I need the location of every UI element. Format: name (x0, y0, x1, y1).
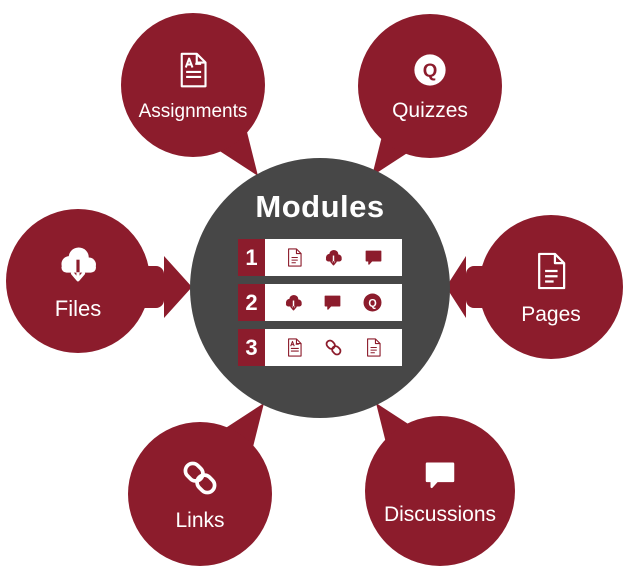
discussions-bubble: Discussions (365, 416, 515, 566)
files-bubble: Files (6, 209, 150, 353)
link-icon (178, 456, 222, 500)
module-number-2: 2 (238, 284, 265, 321)
assignment-icon (284, 337, 305, 358)
module-row-3-icons (265, 329, 402, 366)
module-row-3: 3 (238, 329, 402, 366)
center-title: Modules (255, 189, 385, 224)
module-row-2-icons (265, 284, 402, 321)
files-icon (283, 292, 304, 313)
assignment-icon (173, 48, 213, 92)
page-icon (530, 248, 572, 294)
quizzes-bubble: Quizzes (358, 14, 502, 158)
links-bubble: Links (128, 422, 272, 566)
module-number-3: 3 (238, 329, 265, 366)
files-label: Files (54, 295, 102, 321)
discussion-icon (322, 292, 343, 313)
files-icon (323, 247, 344, 268)
module-row-1-icons (265, 239, 402, 276)
discussion-icon (418, 456, 462, 494)
files-icon (50, 241, 106, 287)
quiz-icon (361, 291, 384, 314)
module-row-2: 2 (238, 284, 402, 321)
module-number-1: 1 (238, 239, 265, 276)
links-label: Links (175, 508, 225, 532)
page-icon (284, 247, 305, 268)
assignments-bubble: Assignments (121, 13, 265, 157)
modules-circle: Modules 1 2 3 (190, 158, 450, 418)
assignments-label: Assignments (138, 100, 248, 122)
link-icon (323, 337, 344, 358)
discussions-label: Discussions (383, 502, 497, 526)
pages-label: Pages (521, 302, 581, 326)
page-icon (363, 337, 384, 358)
pages-bubble: Pages (479, 215, 623, 359)
module-row-1: 1 (238, 239, 402, 276)
module-rows: 1 2 3 (238, 239, 402, 366)
quizzes-label: Quizzes (392, 98, 468, 122)
discussion-icon (363, 247, 384, 268)
quiz-icon (410, 50, 450, 90)
